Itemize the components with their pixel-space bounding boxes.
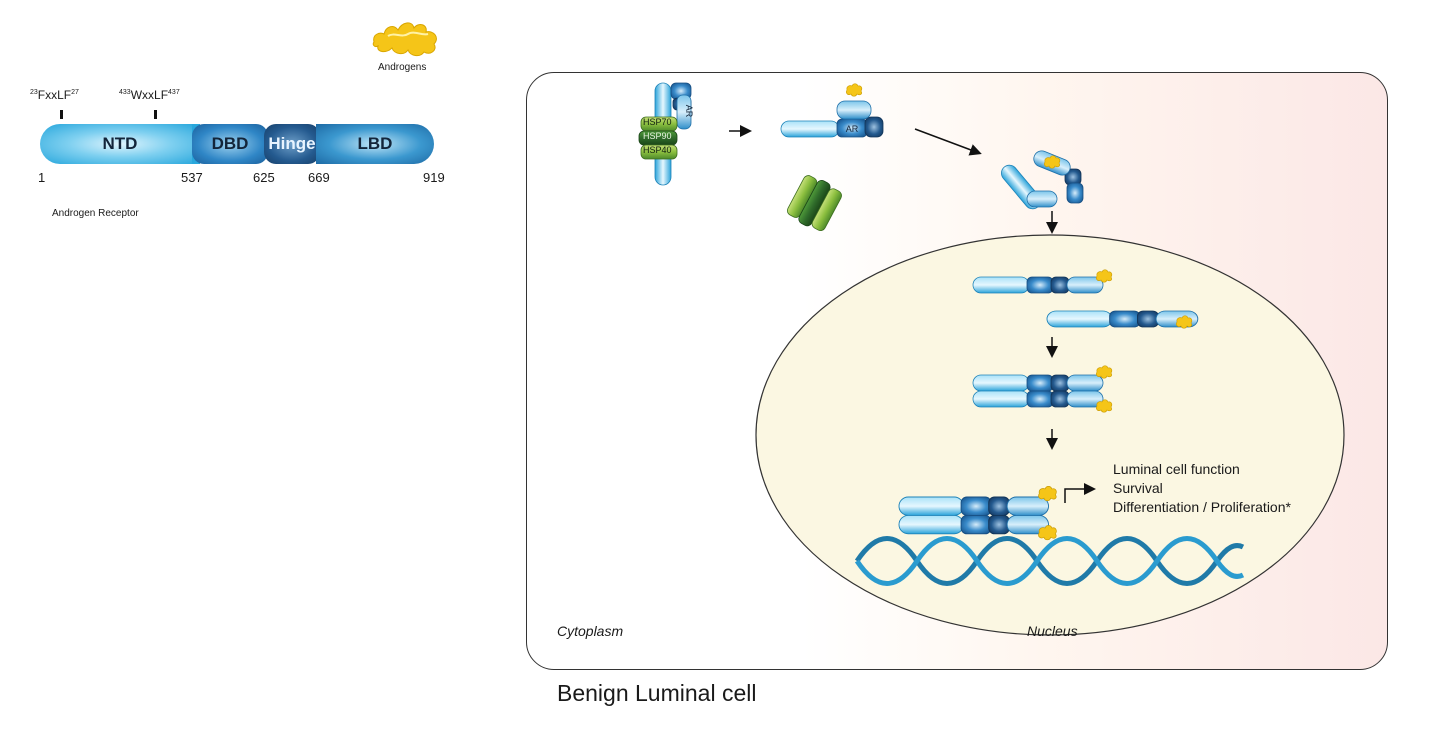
dna-helix	[854, 536, 1245, 586]
hsp90-label: HSP90	[643, 131, 672, 141]
svg-text:AR: AR	[684, 105, 694, 118]
outcome-differentiation-proliferation: Differentiation / Proliferation*	[1113, 499, 1291, 515]
arrow-conformation	[914, 128, 982, 156]
cell-diagram: AR AR	[526, 72, 1388, 670]
ar-domain-structure: Androgens 23FxxLF27 433WxxLF437 NTD DBD …	[0, 0, 470, 260]
hsp40-label: HSP40	[643, 145, 672, 155]
domain-dbd: DBD	[192, 124, 268, 164]
domain-ntd: NTD	[40, 124, 208, 164]
position-537: 537	[181, 170, 203, 185]
nucleus-label: Nucleus	[1027, 623, 1078, 639]
position-1: 1	[38, 170, 46, 185]
androgens-label: Androgens	[378, 62, 427, 73]
hsp70-label: HSP70	[643, 117, 672, 127]
motif-fxxlf-tick	[60, 110, 63, 119]
nucleus-membrane	[755, 234, 1345, 636]
cell-pathway-drawing: AR AR	[638, 82, 1345, 636]
outcome-luminal-function: Luminal cell function	[1113, 461, 1240, 477]
position-919: 919	[423, 170, 445, 185]
androgens-icon	[372, 22, 437, 57]
outcome-survival: Survival	[1113, 480, 1163, 496]
ar-nc-interaction	[1001, 150, 1084, 210]
ar-ligand-binding: AR	[780, 83, 884, 138]
free-hsp-complex	[786, 175, 842, 232]
cell-caption: Benign Luminal cell	[557, 680, 757, 706]
ar-monomer-2	[1046, 310, 1199, 329]
position-625: 625	[253, 170, 275, 185]
arrow-transcription	[1064, 483, 1096, 503]
svg-text:AR: AR	[846, 124, 859, 134]
domain-lbd: LBD	[316, 124, 434, 164]
domain-hinge: Hinge	[264, 124, 320, 164]
motif-wxxlf-tick	[154, 110, 157, 119]
motif-fxxlf: 23FxxLF27	[30, 88, 79, 102]
ar-structure-caption: Androgen Receptor	[52, 208, 139, 219]
motif-wxxlf: 433WxxLF437	[119, 88, 180, 102]
position-669: 669	[308, 170, 330, 185]
ar-hsp-complex: AR	[638, 82, 694, 186]
cytoplasm-label: Cytoplasm	[557, 623, 624, 639]
